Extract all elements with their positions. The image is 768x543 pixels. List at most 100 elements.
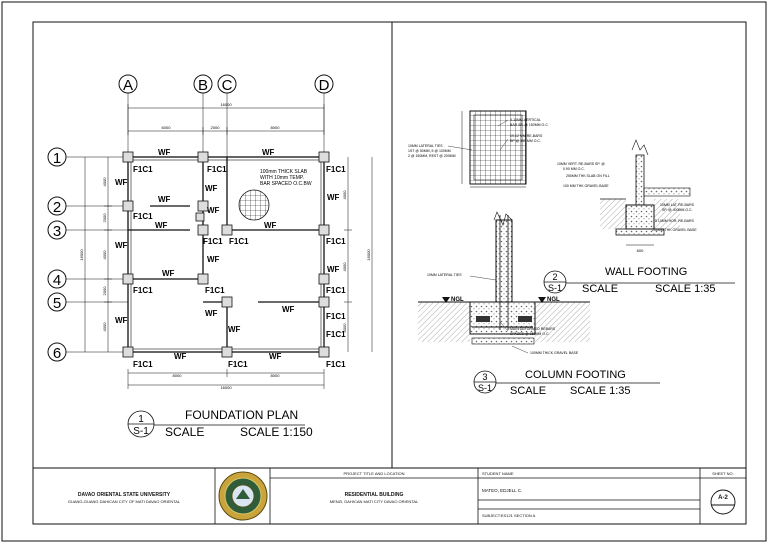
f1c1-label: F1C1 (229, 237, 249, 246)
wf-label: WF (162, 269, 175, 278)
f1c1-label: F1C1 (326, 286, 346, 295)
wf-scale-word: SCALE (582, 283, 618, 295)
wf-label: WF (115, 316, 128, 325)
wf-note: 5 10MM HOR. RE-BARS (655, 219, 695, 223)
f1c1-label: F1C1 (326, 312, 346, 321)
wf-note: 10MM LAT. RE-BARS (660, 203, 695, 207)
wf-label: WF (205, 309, 218, 318)
cf-note: 100MM THICK GRAVEL BASE (530, 351, 579, 355)
wf-title-number: 2 (552, 272, 557, 282)
slab-note-line-3: BAR SPACED O.C.BW (260, 181, 312, 187)
grid-label-6: 6 (53, 345, 61, 362)
cf-ngl-right: NGL (547, 297, 560, 303)
university-seal (218, 471, 268, 521)
dim-right-3: 4000 (342, 323, 347, 333)
f1c1-label: F1C1 (133, 360, 153, 369)
slab-note-line-2: WITH 10mm TEMP. (260, 175, 304, 181)
wf-label: WF (269, 352, 282, 361)
f1c1-label: F1C1 (326, 165, 346, 174)
cf-note: SP @ 150 MM O.C. (510, 139, 541, 143)
project-location: MENZI, DAHICAN MATI CITY DAVAO ORIENTAL (329, 499, 419, 504)
title-block (214, 468, 746, 524)
grid-label-c: C (222, 77, 233, 94)
grid-label-1: 1 (53, 150, 61, 167)
f1c1-label: F1C1 (205, 286, 225, 295)
grid-label-5: 5 (53, 295, 61, 312)
dim-right-1: 4000 (342, 190, 347, 200)
dim-bottom-1: 8000 (173, 373, 183, 378)
wf-title-sheet: S-1 (548, 283, 562, 293)
wf-label: WF (282, 305, 295, 314)
cf-note: 2 @ 150MM, REST @ 200MM (408, 154, 456, 158)
dim-bottom-total: 16000 (220, 385, 232, 390)
right-dimensions (344, 157, 373, 352)
wf-label: WF (228, 325, 241, 334)
wf-label: WF (158, 195, 171, 204)
wf-label: WF (174, 352, 187, 361)
f1c1-label: F1C1 (133, 165, 153, 174)
left-dimensions (84, 157, 112, 352)
f1c1-label: F1C1 (326, 330, 346, 339)
grid-label-2: 2 (53, 199, 61, 216)
sheet-number-bubble (710, 489, 736, 515)
wf-label: WF (158, 148, 171, 157)
cf-note: BAR SP. @ 150MM O.C. (510, 123, 549, 127)
dim-left-1: 4000 (102, 177, 107, 187)
plan-title-number: 1 (138, 414, 144, 425)
cf-ngl-left: NGL (451, 297, 464, 303)
dim-overall: 16000 (220, 102, 232, 107)
grid-bubbles-columns: A B C D (118, 74, 334, 94)
grid-label-a: A (123, 77, 133, 94)
wf-label: WF (262, 148, 275, 157)
wf-scale: SCALE 1:35 (655, 283, 716, 295)
dim-left-total: 16000 (79, 249, 84, 261)
grid-bubbles-rows: 1 2 3 4 5 6 (47, 147, 67, 362)
f1c1-label: F1C1 (326, 360, 346, 369)
bottom-dimensions (127, 369, 325, 389)
plan-columns (122, 151, 330, 358)
dim-right-total: 16000 (366, 249, 371, 261)
wf-label: WF (264, 221, 277, 230)
cf-title: COLUMN FOOTING (525, 369, 626, 381)
cf-scale-word: SCALE (510, 385, 546, 397)
university-address: GUANG-GUANG DAHICAN CITY OF MATI DAVAO O… (67, 499, 181, 504)
dim-left-2: 2000 (102, 213, 107, 223)
wf-title: WALL FOOTING (605, 266, 687, 278)
f1c1-label: F1C1 (228, 360, 248, 369)
wf-note: 250MM THK SLAB ON FILL (566, 174, 610, 178)
wf-label: WF (205, 184, 218, 193)
wall-footing-detail: 600 10MM VERT. RE-BARS SP. @ 0.90 MM O.C… (543, 139, 735, 295)
subject: SUBJECT:ES121 SECTION A (482, 513, 536, 518)
dim-right-2: 4000 (342, 262, 347, 272)
grid-label-b: B (198, 77, 208, 94)
f1c1-label: F1C1 (207, 165, 227, 174)
university-name: DAVAO ORIENTAL STATE UNIVERSITY (77, 492, 171, 498)
cf-note: 10MM LATERAL TIES (427, 273, 462, 277)
top-dimensions (127, 104, 325, 135)
grid-label-3: 3 (53, 223, 61, 240)
dim-bc: 2000 (211, 125, 221, 130)
column-footing-detail: 4-10MM VERTICAL BAR SP. @ 150MM O.C. 10M… (408, 110, 660, 397)
f1c1-label: F1C1 (326, 237, 346, 246)
dim-left-3: 4000 (102, 250, 107, 260)
wf-label: WF (115, 178, 128, 187)
slab-hatch-circle (238, 189, 270, 221)
wf-note: 0.90 MM O.C. (563, 167, 585, 171)
slab-note-line-1: 100mm THICK SLAB (260, 169, 308, 175)
cf-note: 10MM LATERAL TIES (408, 144, 443, 148)
dim-left-5: 4000 (102, 322, 107, 332)
project-label: PROJECT TITLE AND LOCATION (343, 471, 405, 476)
wf-label: WF (115, 241, 128, 250)
inner-border (32, 21, 747, 525)
grid-label-d: D (319, 77, 330, 94)
wf-note: 10MM VERT. RE-BARS SP. @ (557, 162, 605, 166)
plan-title-sheet: S-1 (133, 426, 149, 437)
wf-label: WF (207, 255, 220, 264)
dim-ab: 6000 (162, 125, 172, 130)
student-label: STUDENT NAME (482, 471, 514, 476)
cf-note: 1ST @ 50MM, 5 @ 100MM (408, 149, 451, 153)
f1c1-label: F1C1 (133, 286, 153, 295)
dim-bottom-2: 8000 (271, 373, 281, 378)
dim-cd: 8000 (271, 125, 281, 130)
